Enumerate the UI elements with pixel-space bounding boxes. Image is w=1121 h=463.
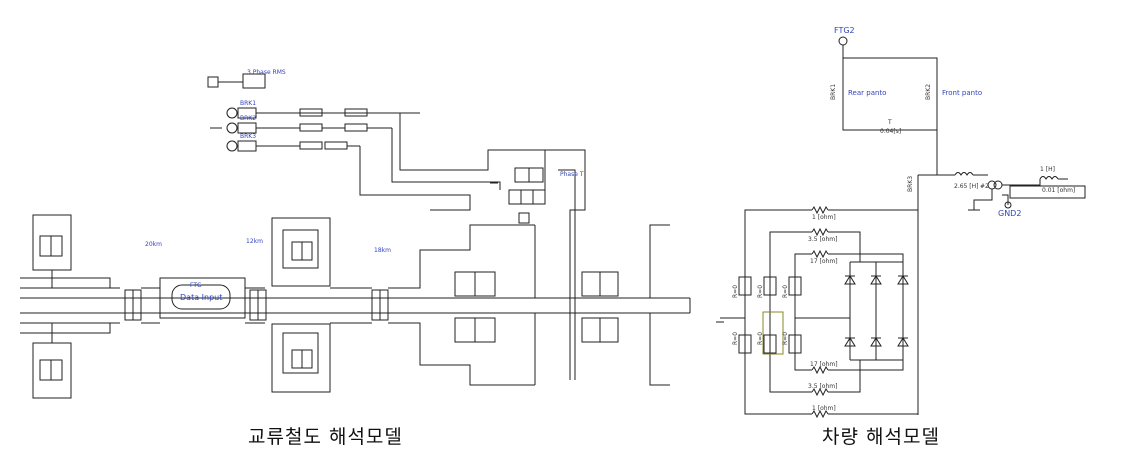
switch-label-6: R=0 bbox=[782, 332, 789, 345]
transformer-tag: #2 bbox=[980, 183, 989, 190]
resistor-bottom-2: 3.5 [ohm] bbox=[808, 383, 837, 390]
ac-railway-model-caption: 교류철도 해석모델 bbox=[248, 426, 403, 448]
inductor-1h-label: 1 [H] bbox=[1040, 166, 1055, 173]
resistor-bottom-3: 1 [ohm] bbox=[812, 405, 836, 412]
ftg-data-input-block bbox=[159, 277, 246, 319]
brk1-label: BRK1 bbox=[240, 100, 256, 107]
timer-label: T bbox=[887, 119, 892, 126]
brk1-label-right: BRK1 bbox=[830, 84, 837, 100]
substation-2-top bbox=[271, 217, 331, 287]
ftg2-label: FTG2 bbox=[834, 26, 855, 35]
resistor-001-label: 0.01 [ohm] bbox=[1042, 187, 1075, 194]
resistor-bottom-1: 17 [ohm] bbox=[810, 361, 838, 368]
section-18km-label: 18km bbox=[374, 247, 391, 254]
vehicle-component-labels: BRK1 BRK2 BRK3 T 0.04[s] 1 [H] 2.65 [H] … bbox=[732, 84, 1075, 412]
brk2-label-right: BRK2 bbox=[925, 84, 932, 100]
substation-1-bottom bbox=[32, 342, 72, 399]
switch-label-2: R=0 bbox=[757, 285, 764, 298]
ftg2-source bbox=[838, 36, 848, 46]
switch-label-1: R=0 bbox=[732, 285, 739, 298]
section-12km-label: 12km bbox=[246, 238, 263, 245]
switch-label-3: R=0 bbox=[782, 285, 789, 298]
ftg-label: FTG bbox=[190, 282, 202, 289]
data-input-label: Data Input bbox=[180, 293, 222, 302]
brk2-label: BRK2 bbox=[240, 115, 256, 122]
source-label: 3 Phase RMS bbox=[247, 69, 286, 76]
substation-2-bottom bbox=[271, 323, 331, 393]
vehicle-model-labels: FTG2 GND2 Rear panto Front panto bbox=[834, 26, 1021, 218]
gnd2-label: GND2 bbox=[998, 209, 1021, 218]
timer-value: 0.04[s] bbox=[880, 128, 901, 135]
diode-bridge bbox=[844, 261, 909, 361]
load-resistor-box bbox=[1009, 185, 1086, 199]
rear-panto-label: Rear panto bbox=[848, 89, 886, 97]
resistor-top-2: 3.5 [ohm] bbox=[808, 236, 837, 243]
switch-label-4: R=0 bbox=[732, 332, 739, 345]
switch-label-5: R=0 bbox=[757, 332, 764, 345]
resistor-top-3: 17 [ohm] bbox=[810, 258, 838, 265]
vehicle-model bbox=[716, 36, 1086, 419]
substation-1-top bbox=[32, 214, 72, 271]
brk3-label-right: BRK3 bbox=[907, 176, 914, 192]
brk3-label: BRK3 bbox=[240, 133, 256, 140]
phase-t-label: Phase T bbox=[560, 171, 584, 178]
resistor-top-1: 1 [ohm] bbox=[812, 214, 836, 221]
source-block bbox=[242, 73, 266, 89]
inductor-265h-label: 2.65 [H] bbox=[954, 183, 978, 190]
gnd2-node bbox=[1004, 201, 1012, 209]
front-panto-label: Front panto bbox=[942, 89, 982, 97]
ac-model-labels: 3 Phase RMS BRK1 BRK2 BRK3 20km 12km 18k… bbox=[145, 69, 584, 302]
vehicle-model-caption: 차량 해석모델 bbox=[822, 426, 940, 448]
section-20km-label: 20km bbox=[145, 241, 162, 248]
ac-railway-model bbox=[20, 73, 691, 399]
